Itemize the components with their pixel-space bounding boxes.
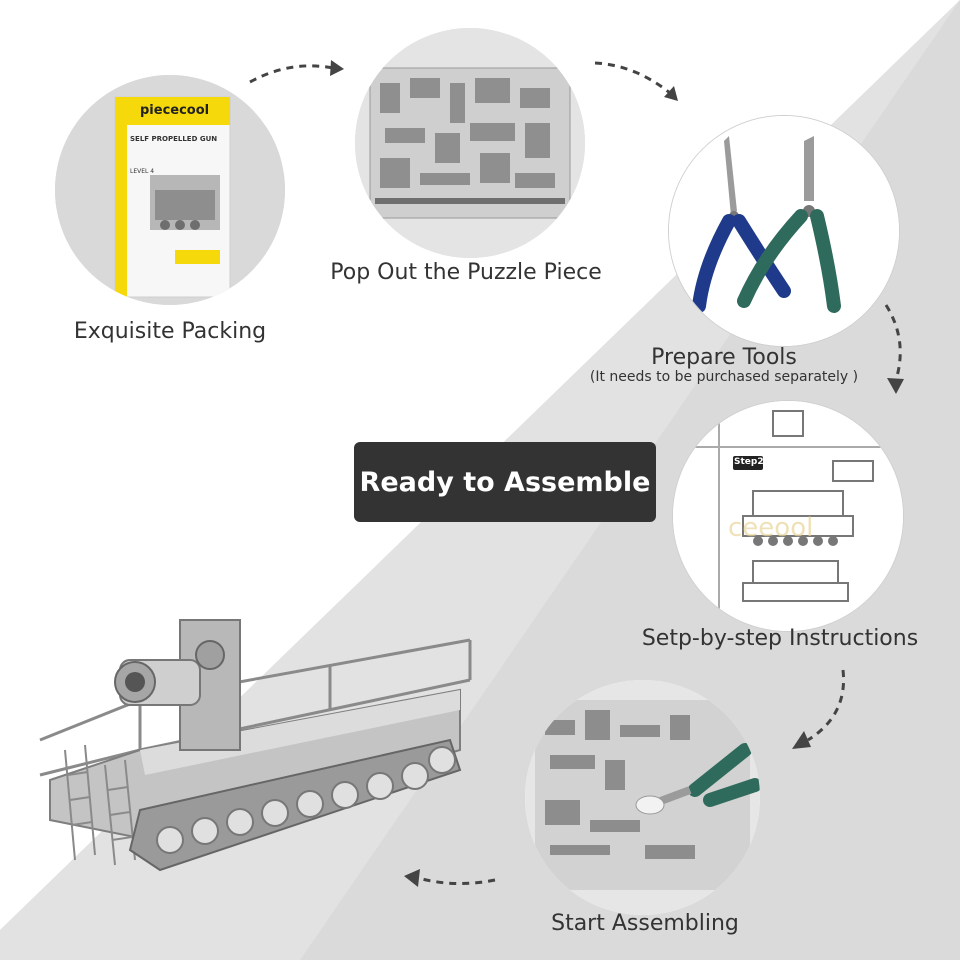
svg-text:ceeool: ceeool <box>728 513 813 543</box>
package-brand: piececool <box>140 103 210 118</box>
ready-to-assemble-badge: Ready to Assemble <box>354 442 656 522</box>
package-title: SELF PROPELLED GUN <box>130 135 218 143</box>
instructions-step-circle: ceeool <box>672 400 904 632</box>
packing-step-circle <box>55 75 285 305</box>
assembling-step-circle <box>525 680 760 915</box>
assembling-image <box>525 680 760 915</box>
step-caption-tools: Prepare Tools <box>651 345 797 370</box>
step-caption-puzzle: Pop Out the Puzzle Piece <box>330 260 602 285</box>
instruction-step-label: Step20 <box>734 457 770 467</box>
arrow-icon <box>594 61 678 101</box>
step-caption-assembling: Start Assembling <box>551 911 739 936</box>
package-level: LEVEL 4 <box>130 168 155 175</box>
step-caption-packing: Exquisite Packing <box>73 319 267 344</box>
instruction-manual-image: ceeool <box>673 401 903 631</box>
assembled-tank-image <box>39 619 472 872</box>
arrow-icon <box>404 869 496 887</box>
puzzle-step-circle <box>355 28 585 258</box>
metal-sheet-image <box>355 28 585 258</box>
step-caption-instructions: Setp-by-step Instructions <box>641 626 919 651</box>
arrow-icon <box>792 669 846 749</box>
tools-step-circle <box>668 115 900 347</box>
pliers-icon <box>669 116 899 346</box>
arrow-icon <box>884 304 904 394</box>
arrow-icon <box>249 60 344 84</box>
tools-note: (It needs to be purchased separately ) <box>589 369 859 385</box>
package-image <box>55 75 285 305</box>
